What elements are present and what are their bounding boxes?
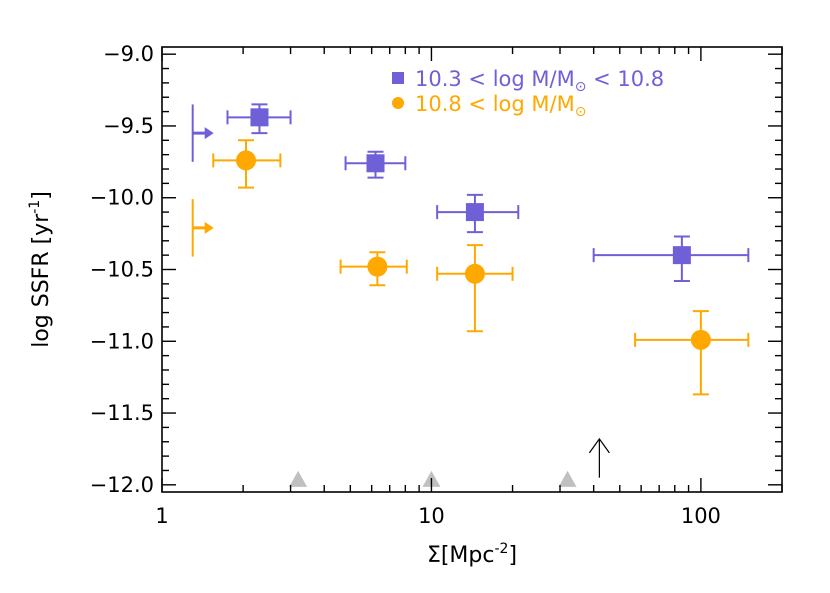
x-tick-label: 1: [155, 504, 168, 528]
data-point-circle: [236, 150, 257, 171]
legend-label: 10.3 < log M/M⊙ < 10.8: [415, 67, 664, 95]
data-point-square: [672, 246, 691, 265]
y-tick-label: −12.0: [90, 473, 154, 497]
triangle-marker: [289, 470, 308, 487]
data-point-square: [250, 108, 269, 127]
x-tick-label: 10: [418, 504, 445, 528]
data-point-circle: [367, 256, 388, 277]
x-axis-title: Σ[Mpc-2]: [427, 541, 517, 568]
y-tick-label: −9.0: [103, 42, 154, 66]
data-point-square: [465, 203, 484, 222]
data-point-square: [366, 154, 385, 173]
data-point-circle: [690, 329, 711, 350]
axis-titles: Σ[Mpc-2] log SSFR [yr-1]: [27, 191, 517, 568]
y-tick-label: −11.0: [90, 329, 154, 353]
y-tick-label: −10.0: [90, 186, 154, 210]
y-tick-label: −10.5: [90, 258, 154, 282]
legend-marker-circle: [392, 97, 404, 109]
plot-marks: [191, 103, 750, 487]
data-point-circle: [464, 263, 485, 284]
x-tick-label: 100: [681, 504, 721, 528]
upward-arrow-head: [588, 437, 610, 454]
legend-marker-square: [392, 72, 404, 84]
legend: 10.3 < log M/M⊙ < 10.810.8 < log M/M⊙: [392, 67, 664, 120]
limit-arrow-head: [204, 221, 214, 234]
y-tick-label: −11.5: [90, 401, 154, 425]
legend-label: 10.8 < log M/M⊙: [415, 92, 586, 120]
triangle-marker: [558, 470, 577, 487]
axes: 1 10 100 −9.0 −9.5 −10.0 −10.5 −11.0 −11.5 −12.0: [90, 42, 783, 528]
y-axis-title: log SSFR [yr-1]: [27, 191, 54, 348]
y-tick-label: −9.5: [103, 114, 154, 138]
limit-arrow-head: [204, 127, 214, 140]
